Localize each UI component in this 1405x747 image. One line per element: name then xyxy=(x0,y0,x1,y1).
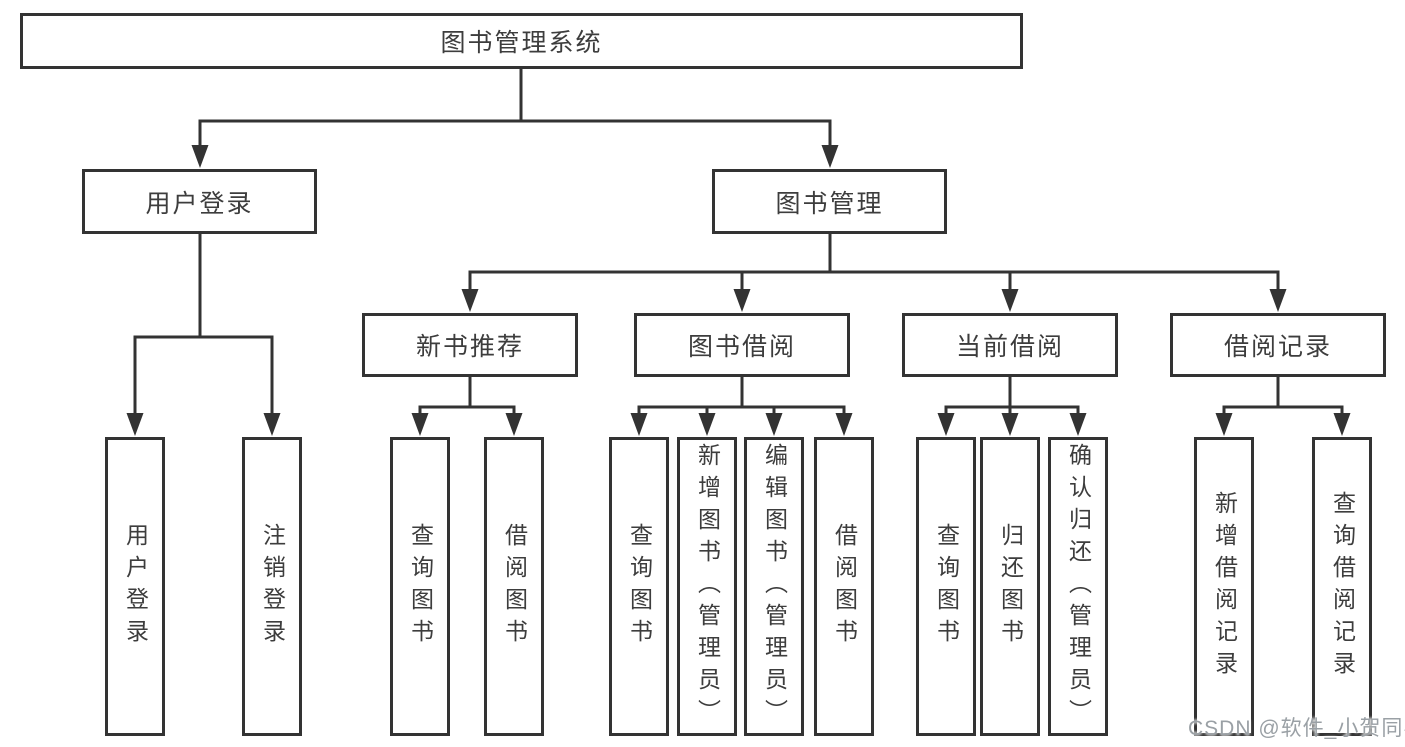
node-root: 图书管理系统 xyxy=(20,13,1023,69)
leaf-return-book: 归还图书 xyxy=(980,437,1040,736)
node-borrowing-records: 借阅记录 xyxy=(1170,313,1386,377)
leaf-user-login: 用户登录 xyxy=(105,437,165,736)
leaf-borrow-books-recommend: 借阅图书 xyxy=(484,437,544,736)
arrow-down-icons xyxy=(126,145,1351,436)
leaf-query-books-current: 查询图书 xyxy=(916,437,976,736)
leaf-add-book-admin: 新增图书（管理员） xyxy=(677,437,737,736)
node-book-management: 图书管理 xyxy=(712,169,947,234)
leaf-confirm-return-admin: 确认归还（管理员） xyxy=(1048,437,1108,736)
node-user-login: 用户登录 xyxy=(82,169,317,234)
leaf-add-borrow-record: 新增借阅记录 xyxy=(1194,437,1254,736)
node-current-borrowing: 当前借阅 xyxy=(902,313,1118,377)
leaf-query-books-recommend: 查询图书 xyxy=(390,437,450,736)
leaf-edit-book-admin: 编辑图书（管理员） xyxy=(744,437,804,736)
tree-edges xyxy=(133,66,1344,420)
leaf-query-books-borrow: 查询图书 xyxy=(609,437,669,736)
leaf-borrow-books-borrow: 借阅图书 xyxy=(814,437,874,736)
leaf-query-borrow-record: 查询借阅记录 xyxy=(1312,437,1372,736)
node-new-book-recommend: 新书推荐 xyxy=(362,313,578,377)
leaf-logout-login: 注销登录 xyxy=(242,437,302,736)
watermark-text: CSDN @软件_小贺同学 xyxy=(1188,717,1405,740)
node-book-borrowing: 图书借阅 xyxy=(634,313,850,377)
